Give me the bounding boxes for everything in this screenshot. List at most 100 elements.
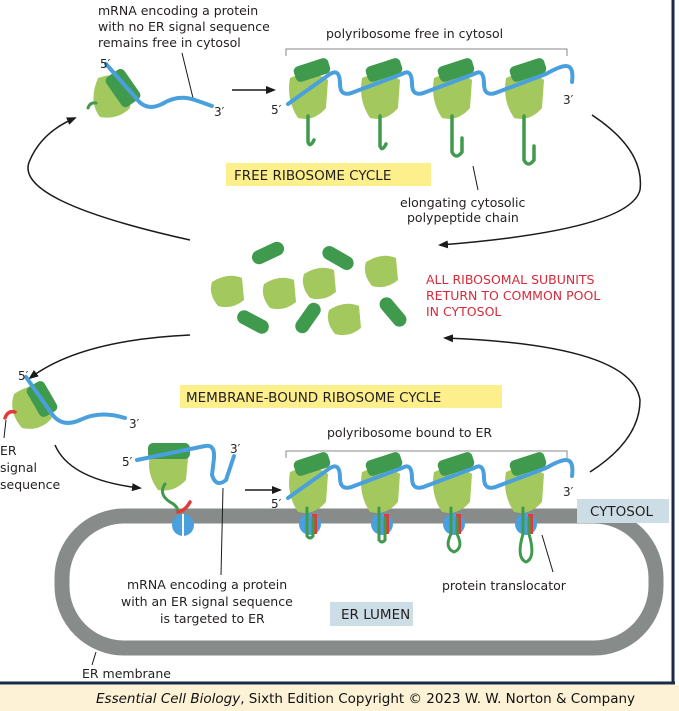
- translocator-pore: [371, 513, 393, 535]
- nascent-chain: [86, 101, 98, 110]
- free-polyribosome: [286, 58, 575, 166]
- polypeptide-chain: [305, 506, 315, 540]
- polyribosome-er-label: polyribosome bound to ER: [327, 425, 492, 440]
- small-subunit: [509, 58, 547, 82]
- svg-text:5′: 5′: [18, 369, 29, 383]
- signal-sequence: [3, 409, 17, 420]
- mrna-strand: [135, 443, 236, 486]
- large-subunit: [327, 303, 361, 336]
- free-cycle-label: FREE RIBOSOME CYCLE: [234, 168, 391, 184]
- svg-text:5′: 5′: [122, 455, 133, 469]
- mrna-strand: [24, 375, 127, 425]
- cytosol-label-bg: [577, 499, 669, 523]
- svg-text:sequence: sequence: [0, 477, 61, 492]
- polypeptide-chain: [306, 114, 316, 147]
- svg-text:with an ER signal sequence: with an ER signal sequence: [121, 594, 293, 609]
- svg-text:with no ER signal sequence: with no ER signal sequence: [98, 19, 270, 34]
- mrna-strand: [286, 64, 575, 106]
- er-membrane: [54, 508, 664, 656]
- svg-text:mRNA encoding a protein: mRNA encoding a protein: [98, 3, 258, 18]
- svg-text:3′: 3′: [563, 485, 574, 499]
- svg-text:signal: signal: [0, 460, 37, 475]
- small-subunit: [295, 302, 321, 334]
- mrna-er-label: mRNA encoding a protein with an ER signa…: [121, 577, 293, 626]
- er-lumen-label: ER LUMEN: [341, 607, 410, 623]
- targeting-ribosome: 5′ 3′: [122, 442, 241, 536]
- membrane-cycle-label: MEMBRANE-BOUND RIBOSOME CYCLE: [186, 390, 441, 406]
- signal-sequence: [176, 500, 192, 514]
- mrna-er-leader: [220, 487, 224, 576]
- small-subunit: [293, 58, 331, 82]
- svg-text:polypeptide chain: polypeptide chain: [407, 210, 519, 225]
- svg-text:mRNA encoding a protein: mRNA encoding a protein: [127, 577, 287, 592]
- translocator-pore: [443, 513, 465, 535]
- small-subunit: [379, 297, 407, 327]
- arrow-membrane-to-pool: [443, 334, 641, 473]
- svg-text:IN CYTOSOL: IN CYTOSOL: [426, 304, 501, 319]
- common-pool-label: ALL RIBOSOMAL SUBUNITS RETURN TO COMMON …: [426, 272, 600, 319]
- small-subunit: [365, 58, 403, 82]
- mrna-free-label: mRNA encoding a protein with no ER signa…: [98, 3, 270, 50]
- translocator-pore: [299, 513, 321, 535]
- large-subunit: [210, 275, 244, 308]
- er-bound-polyribosome: [286, 452, 575, 564]
- svg-text:3′: 3′: [129, 417, 140, 431]
- svg-text:ALL RIBOSOMAL SUBUNITS: ALL RIBOSOMAL SUBUNITS: [426, 272, 595, 287]
- membrane-cycle-label-bg: [180, 385, 502, 408]
- mrna-strand: [104, 62, 214, 109]
- svg-text:5′: 5′: [100, 57, 111, 71]
- free-cycle-label-bg: [226, 163, 431, 186]
- svg-text:5′: 5′: [271, 103, 282, 117]
- small-subunit: [365, 452, 403, 476]
- small-subunit: [322, 246, 354, 270]
- svg-text:is targeted to ER: is targeted to ER: [160, 611, 265, 626]
- small-subunit: [293, 452, 331, 476]
- nascent-chain: [160, 482, 180, 514]
- large-subunit: [262, 277, 296, 310]
- protein-translocator: [371, 513, 393, 535]
- polyribosome-free-label: polyribosome free in cytosol: [326, 26, 503, 41]
- er-lumen-label-bg: [330, 602, 413, 626]
- large-subunit: [302, 267, 336, 300]
- small-subunit: [251, 241, 285, 265]
- mrna-strand: [286, 458, 575, 500]
- svg-text:remains free in cytosol: remains free in cytosol: [98, 35, 241, 50]
- er-signal-leader: [3, 419, 7, 439]
- polyribosome-er-bracket: [285, 450, 568, 458]
- translocator-pore: [515, 513, 537, 535]
- svg-text:3′: 3′: [563, 93, 574, 107]
- protein-translocator-label: protein translocator: [442, 578, 567, 593]
- arrow-to-er-targeting: [54, 444, 142, 492]
- er-membrane-label: ER membrane: [82, 666, 171, 681]
- polyribosome-free-bracket: [285, 48, 568, 56]
- small-subunit: [237, 310, 269, 334]
- svg-text:RETURN TO COMMON POOL: RETURN TO COMMON POOL: [426, 288, 600, 303]
- footer-bar: [0, 685, 679, 711]
- er-membrane-leader: [91, 651, 97, 666]
- elongating-chain-label: elongating cytosolic polypeptide chain: [400, 195, 525, 225]
- protein-translocator: [443, 513, 465, 535]
- ribosomal-subunit-pool: [210, 241, 407, 336]
- elongating-chain-leader: [472, 165, 479, 191]
- arrow-pool-to-membrane: [28, 334, 191, 380]
- svg-text:3′: 3′: [230, 442, 241, 456]
- cytosol-label: CYTOSOL: [590, 504, 654, 520]
- polypeptide-chain: [446, 506, 462, 554]
- large-subunit: [364, 255, 398, 288]
- svg-text:5′: 5′: [271, 497, 282, 511]
- initiating-ribosome-free: 5′ 3′: [86, 57, 225, 119]
- polypeptide-chain: [450, 114, 464, 158]
- translocator-leader: [541, 534, 554, 573]
- polypeptide-chain: [522, 114, 536, 166]
- mrna-free-leader: [181, 52, 194, 99]
- polypeptide-chain: [518, 506, 534, 564]
- protein-translocator: [515, 513, 537, 535]
- initiating-ribosome-signal: 5′ 3′: [3, 369, 140, 431]
- arrow-pool-to-free: [27, 117, 191, 241]
- polypeptide-chain: [378, 114, 388, 151]
- small-subunit: [509, 452, 547, 476]
- svg-text:ER: ER: [0, 443, 17, 458]
- large-subunit: [149, 452, 188, 491]
